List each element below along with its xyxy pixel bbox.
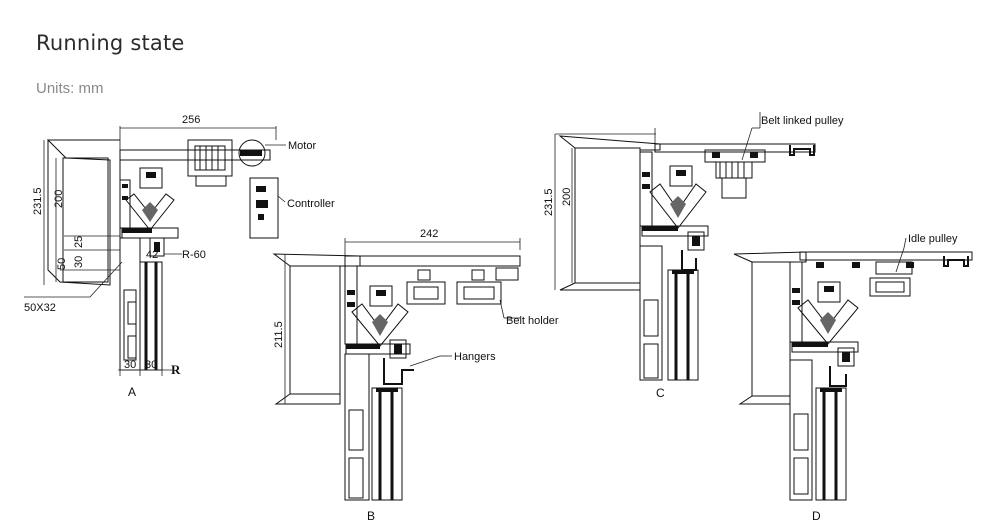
view-b: 242 Belt holder Hangers <box>272 228 559 523</box>
a-r60-label: R-60 <box>182 249 206 261</box>
a-dim-42: 42 <box>146 249 158 261</box>
b-hangers-label: Hangers <box>454 351 496 363</box>
a-controller-label: Controller <box>287 198 335 210</box>
view-letter-a: A <box>128 385 136 399</box>
c-dim-231-5: 231.5 <box>543 188 555 216</box>
b-belt-holder-label: Belt holder <box>506 315 559 327</box>
view-letter-c: C <box>656 386 665 400</box>
page-title: Running state <box>36 31 185 55</box>
view-a: 256 Motor Controller <box>24 114 335 399</box>
a-r-label: R <box>171 362 181 377</box>
b-dim-242: 242 <box>420 228 438 240</box>
a-motor-label: Motor <box>288 140 316 152</box>
a-dim-25: 25 <box>73 236 85 248</box>
a-dim-231-5: 231.5 <box>32 187 44 215</box>
c-dim-200: 200 <box>561 188 573 206</box>
c-belt-linked-pulley-label: Belt linked pulley <box>761 115 844 127</box>
d-idle-pulley-label: Idle pulley <box>908 233 958 245</box>
a-dim-bottom-30a: 30 <box>124 359 136 371</box>
view-c: 231.5 200 Belt linked pulley <box>543 112 844 400</box>
a-size-label: 50X32 <box>24 302 56 314</box>
a-dim-50: 50 <box>56 258 68 270</box>
view-letter-d: D <box>812 509 821 523</box>
a-dim-256: 256 <box>182 114 200 126</box>
a-dim-bottom-30b: 30 <box>145 359 157 371</box>
b-dim-211-5: 211.5 <box>273 321 285 348</box>
a-dim-200: 200 <box>53 190 65 208</box>
units-label: Units: mm <box>36 80 104 97</box>
view-d: Idle pulley D <box>733 233 973 523</box>
view-letter-b: B <box>367 509 375 523</box>
a-dim-30: 30 <box>73 256 85 268</box>
